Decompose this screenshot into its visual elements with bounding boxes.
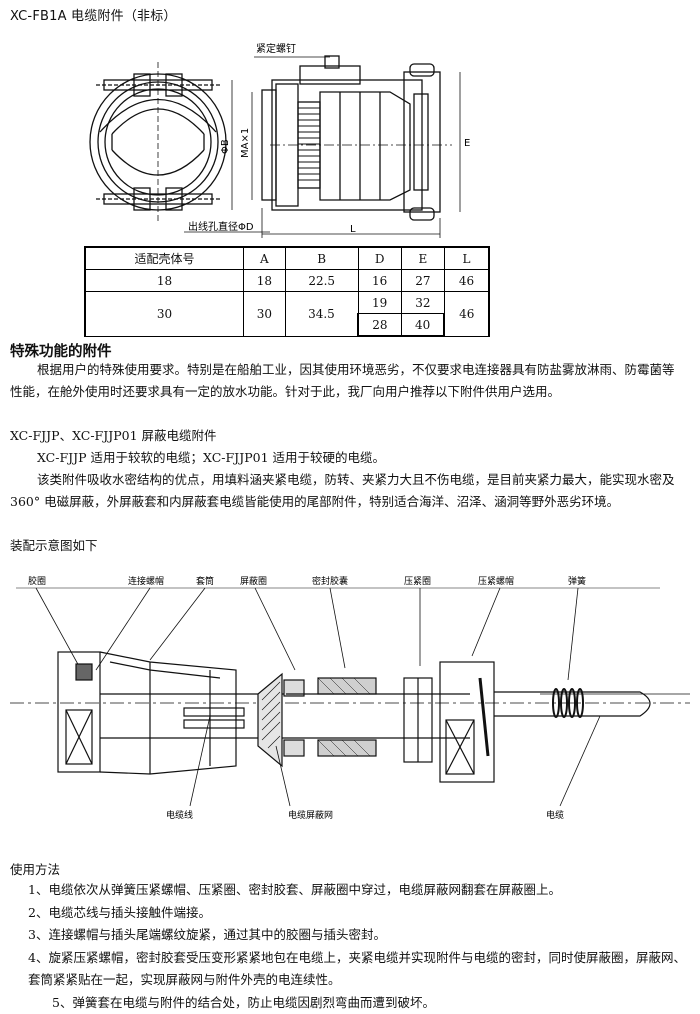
e-label: E <box>464 138 470 149</box>
list-item: 4、旋紧压紧螺帽，密封胶套受压变形紧紧地包在电缆上，夹紧电缆并实现附件与电缆的密… <box>10 947 690 992</box>
list-item: 3、连接螺帽与插头尾端螺纹旋紧，通过其中的胶圈与插头密封。 <box>10 924 690 947</box>
intro-paragraph: 根据用户的特殊使用要求。特别是在船舶工业，因其使用环境恶劣，不仅要求电连接器具有… <box>10 359 686 403</box>
l-label: L <box>350 224 356 235</box>
table-cell: 34.5 <box>285 292 358 337</box>
label-seal-capsule: 密封胶囊 <box>312 575 348 587</box>
table-cell: 16 <box>358 270 401 292</box>
label-sleeve: 套筒 <box>196 575 214 587</box>
list-item: 5、弹簧套在电缆与附件的结合处，防止电缆因剧烈弯曲而遭到破坏。 <box>10 992 690 1014</box>
connector-drawing: 紧定螺钉 出线孔直径ΦD ΦB MA×1 E L <box>0 22 700 244</box>
table-cell: 27 <box>401 270 444 292</box>
label-spring: 弹簧 <box>568 575 586 587</box>
table-cell: 19 <box>358 292 401 314</box>
label-shield-mesh: 电缆屏蔽网 <box>288 809 333 821</box>
advantages-paragraph: 该类附件吸收水密结构的优点，用填料涵夹紧电缆，防转、夹紧力大且不伤电缆，是目前夹… <box>10 469 686 513</box>
table-cell: 18 <box>243 270 285 292</box>
table-header-cell: 适配壳体号 <box>85 247 243 270</box>
label-cable-wire: 电缆线 <box>166 809 193 821</box>
label-shield-ring: 屏蔽圈 <box>240 575 267 587</box>
table-cell: 18 <box>85 270 243 292</box>
table-cell: 40 <box>401 314 444 337</box>
usage-paragraph: XC-FJJP 适用于较软的电缆；XC-FJJP01 适用于较硬的电缆。 <box>10 447 686 469</box>
table-row: 18 18 22.5 16 27 46 <box>85 270 489 292</box>
table-cell: 22.5 <box>285 270 358 292</box>
table-row: 30 30 34.5 19 32 46 <box>85 292 489 314</box>
usage-title: 使用方法 <box>10 859 60 881</box>
assembly-diagram: 胶圈 连接螺帽 套筒 屏蔽圈 密封胶囊 压紧圈 压紧螺帽 弹簧 电缆线 电缆屏蔽… <box>0 570 700 830</box>
subtitle: XC-FJJP、XC-FJJP01 屏蔽电缆附件 <box>10 425 217 447</box>
label-press-ring: 压紧圈 <box>404 576 431 587</box>
spec-table: 适配壳体号 A B D E L 18 18 22.5 16 27 46 30 3… <box>84 246 490 337</box>
table-header-cell: L <box>444 247 489 270</box>
table-header-cell: A <box>243 247 285 270</box>
section-heading: 特殊功能的附件 <box>10 340 112 361</box>
label-cable: 电缆 <box>546 809 564 821</box>
list-item: 1、电缆依次从弹簧压紧螺帽、压紧圈、密封胶套、屏蔽圈中穿过，电缆屏蔽网翻套在屏蔽… <box>10 879 690 902</box>
table-header-row: 适配壳体号 A B D E L <box>85 247 489 270</box>
label-rubber-ring: 胶圈 <box>28 575 46 587</box>
table-header-cell: B <box>285 247 358 270</box>
usage-steps: 1、电缆依次从弹簧压紧螺帽、压紧圈、密封胶套、屏蔽圈中穿过，电缆屏蔽网翻套在屏蔽… <box>10 879 690 1014</box>
table-cell: 28 <box>358 314 401 337</box>
table-cell: 46 <box>444 270 489 292</box>
label-press-nut: 压紧螺帽 <box>478 575 514 587</box>
table-header-cell: D <box>358 247 401 270</box>
phi-b-label: ΦB <box>220 139 231 154</box>
table-cell: 30 <box>243 292 285 337</box>
table-cell: 30 <box>85 292 243 337</box>
table-header-cell: E <box>401 247 444 270</box>
table-cell: 46 <box>444 292 489 337</box>
set-screw-callout: 紧定螺钉 <box>256 42 296 55</box>
diagram-caption: 装配示意图如下 <box>10 535 98 557</box>
thread-label: MA×1 <box>240 128 251 158</box>
table-cell: 32 <box>401 292 444 314</box>
hole-callout: 出线孔直径ΦD <box>188 220 254 233</box>
list-item: 2、电缆芯线与插头接触件端接。 <box>10 902 690 925</box>
label-coupling-nut: 连接螺帽 <box>128 575 164 587</box>
